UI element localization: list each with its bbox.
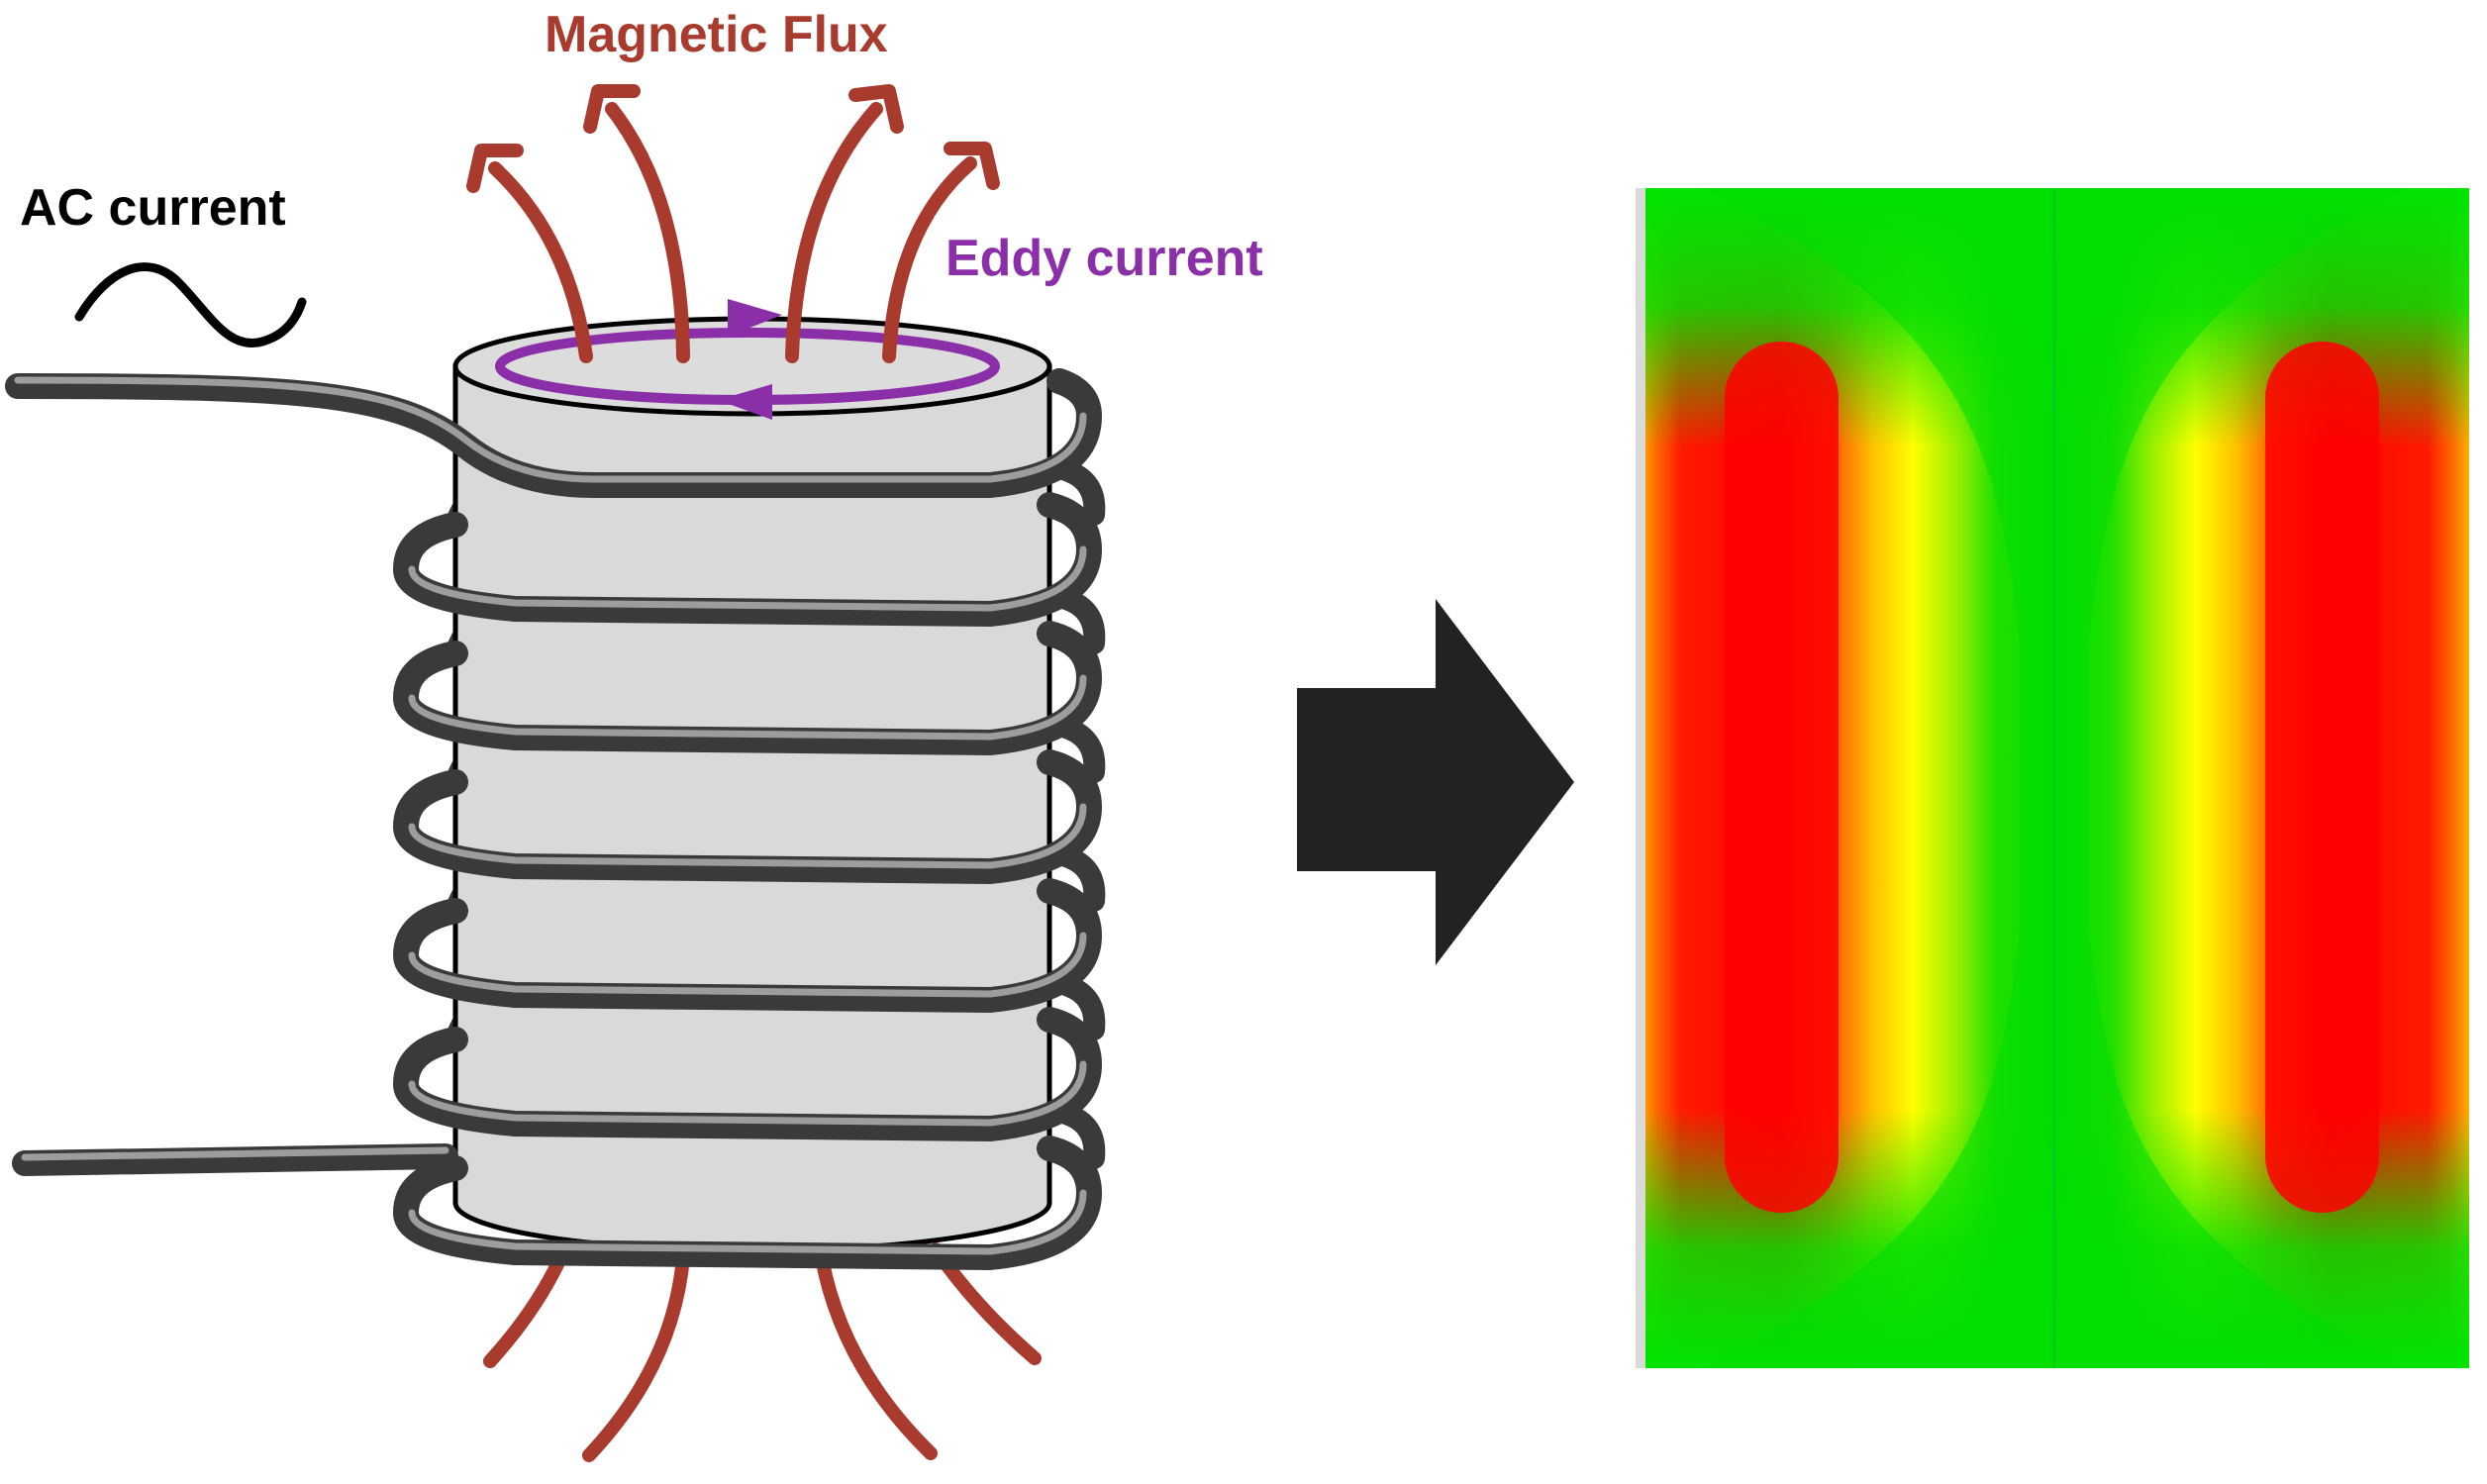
eddy-current-label: Eddy current [945, 230, 1263, 287]
magnetic-flux-lines-bottom [483, 1242, 1042, 1462]
flux-line-top-2 [605, 102, 690, 363]
flux-line-bottom-1 [483, 1242, 571, 1368]
coil-front-turns [5, 368, 1103, 1271]
magnetic-flux-label: Magnetic Flux [545, 6, 888, 63]
magnetic-flux-arrowheads [466, 84, 1000, 193]
heatmap-hot-zone-left [1725, 342, 1839, 1213]
flux-line-bottom-3 [815, 1250, 938, 1460]
flux-line-top-1 [488, 161, 593, 363]
ac-current-label: AC current [20, 179, 286, 237]
heatmap-hot-zone-right [2265, 342, 2379, 1213]
flux-line-bottom-2 [582, 1250, 690, 1462]
eddy-current-loop [495, 299, 1000, 420]
induction-coil-assembly [5, 84, 1106, 1462]
ac-sine-wave-icon [74, 262, 307, 347]
eddy-arrowhead-left [718, 384, 772, 420]
right-arrow-icon [1297, 599, 1574, 965]
flux-line-top-3 [785, 102, 883, 363]
flux-line-top-4 [882, 156, 977, 363]
eddy-arrowhead-right [728, 299, 782, 337]
temperature-distribution-heatmap [1640, 188, 2469, 1368]
coil-lead-top [5, 368, 1103, 498]
heatmap-left-edge [1636, 188, 1645, 1368]
magnetic-flux-lines-top [488, 102, 977, 363]
coil-lead-bottom [12, 1143, 458, 1176]
metal-workpiece-cylinder [452, 316, 1052, 1253]
